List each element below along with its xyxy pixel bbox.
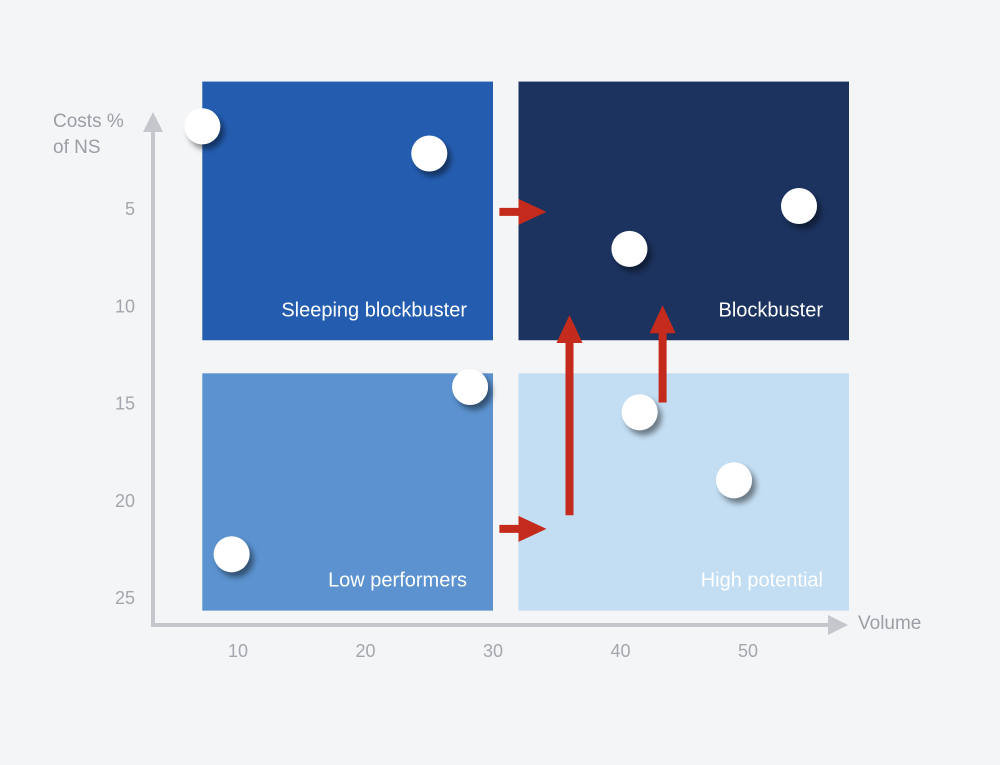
data-point <box>611 230 648 267</box>
transition-arrows <box>499 198 676 542</box>
y-tick-label: 20 <box>115 491 135 511</box>
data-point <box>184 108 221 145</box>
x-axis-title: Volume <box>858 613 921 634</box>
data-point <box>621 394 658 431</box>
quadrant-label-sleeping-blockbuster: Sleeping blockbuster <box>281 299 467 321</box>
data-point <box>452 368 489 405</box>
y-tick-labels: 5 10 15 20 25 <box>115 199 135 608</box>
data-points <box>184 108 817 573</box>
x-tick-label: 30 <box>483 641 503 661</box>
transition-arrow <box>499 198 547 225</box>
x-tick-label: 40 <box>610 641 630 661</box>
transition-arrow <box>556 315 583 516</box>
quadrant-label-blockbuster: Blockbuster <box>719 299 824 321</box>
y-axis-title-line2: of NS <box>53 137 101 158</box>
y-axis-title-line1: Costs % <box>53 111 124 132</box>
y-tick-label: 10 <box>115 296 135 316</box>
y-tick-label: 15 <box>115 394 135 414</box>
data-point <box>781 188 817 225</box>
quadrant-high-potential <box>518 373 849 611</box>
y-tick-label: 25 <box>115 588 135 608</box>
x-tick-label: 20 <box>355 641 375 661</box>
axes <box>143 112 848 635</box>
data-point <box>213 536 250 573</box>
transition-arrow <box>649 305 676 403</box>
y-tick-label: 5 <box>125 199 135 219</box>
x-axis-arrowhead <box>828 615 848 635</box>
x-tick-labels: 10 20 30 40 50 <box>228 641 758 661</box>
x-tick-label: 50 <box>738 641 758 661</box>
quadrant-sleeping-blockbuster <box>202 81 494 341</box>
quadrant-label-low-performers: Low performers <box>328 570 467 592</box>
quadrant-label-high-potential: High potential <box>701 570 823 592</box>
data-point <box>715 462 752 499</box>
data-point <box>411 135 448 172</box>
transition-arrow <box>499 515 547 542</box>
y-axis-arrowhead <box>143 112 163 132</box>
quadrant-low-performers <box>202 373 494 611</box>
x-tick-label: 10 <box>228 641 248 661</box>
